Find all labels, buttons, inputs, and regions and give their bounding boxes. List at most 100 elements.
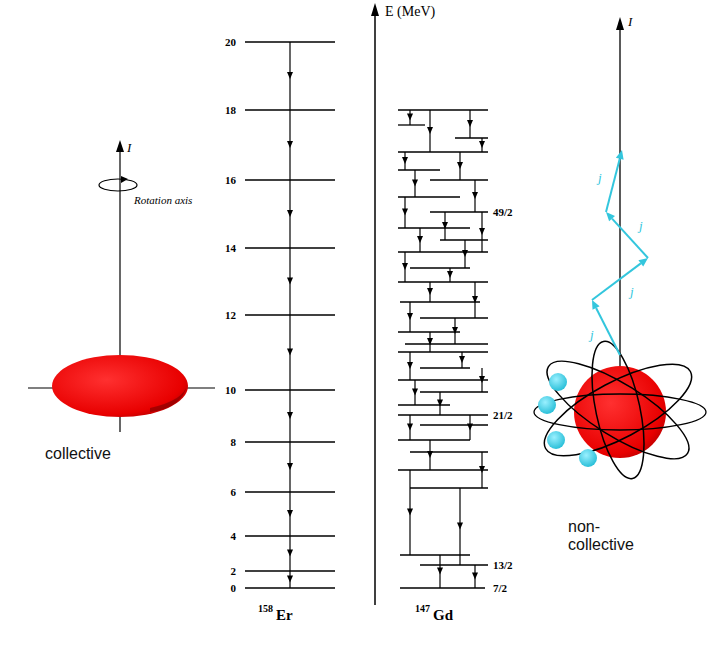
j-label: j xyxy=(639,219,643,234)
arrowhead xyxy=(479,228,485,235)
energy-axis xyxy=(374,14,376,605)
j-vector xyxy=(612,219,648,258)
energy-level xyxy=(398,151,488,152)
energy-level xyxy=(455,137,488,138)
arrowhead xyxy=(457,523,463,530)
arrowhead xyxy=(467,120,473,127)
arrowhead xyxy=(442,222,448,229)
orbit xyxy=(532,347,703,473)
energy-label: 12 xyxy=(225,309,236,322)
nucleon xyxy=(549,373,567,391)
arrowhead xyxy=(479,466,485,473)
arrowhead xyxy=(407,114,413,121)
j-label: j xyxy=(630,285,634,300)
energy-label: 16 xyxy=(225,174,236,187)
energy-level xyxy=(420,564,488,565)
energy-label: 4 xyxy=(231,530,237,543)
arrowhead xyxy=(479,141,485,148)
arrowhead xyxy=(407,313,413,320)
arrowhead xyxy=(472,573,478,580)
energy-label: 2 xyxy=(231,565,237,578)
energy-level xyxy=(398,251,488,252)
energy-level xyxy=(398,469,488,470)
arrowhead xyxy=(427,127,433,134)
arrowhead xyxy=(472,192,478,199)
arrowhead xyxy=(616,17,624,30)
nucleon xyxy=(547,431,565,449)
arrowhead xyxy=(606,212,615,221)
arrowhead xyxy=(287,141,293,148)
energy-level xyxy=(398,379,488,380)
j-vectors xyxy=(592,150,648,355)
arrowhead xyxy=(287,463,293,470)
caption-label: collective xyxy=(45,445,111,463)
arrowhead xyxy=(412,389,418,396)
nucleus-shade xyxy=(150,384,187,412)
energy-level xyxy=(400,587,485,588)
rotation-axis-label: Rotation axis xyxy=(134,194,194,207)
arrowhead xyxy=(287,576,293,583)
arrowhead xyxy=(402,263,408,270)
arrowhead xyxy=(371,3,379,16)
arrowhead xyxy=(412,180,418,187)
energy-level xyxy=(400,301,480,302)
arrowhead xyxy=(287,210,293,217)
arrowhead xyxy=(287,412,293,419)
deformed-nucleus xyxy=(52,355,188,417)
arrowhead xyxy=(427,338,433,345)
nucleon xyxy=(579,449,597,467)
arrowhead xyxy=(287,510,293,517)
energy-level xyxy=(410,487,488,488)
energy-level xyxy=(398,331,460,332)
arrowhead xyxy=(467,424,473,431)
energy-label: 20 xyxy=(225,36,236,49)
arrowhead xyxy=(402,209,408,216)
spin-axis xyxy=(619,28,620,368)
energy-label: 10 xyxy=(225,384,236,397)
arrowhead xyxy=(402,157,408,164)
arrowhead xyxy=(407,362,413,369)
arrowhead xyxy=(287,72,293,79)
element-symbol: Gd xyxy=(433,607,453,624)
rotation-loop xyxy=(99,179,137,191)
arrowhead xyxy=(437,400,443,407)
j-vector xyxy=(592,263,641,300)
energy-level xyxy=(398,414,488,415)
arrowhead xyxy=(479,376,485,383)
j-label: j xyxy=(598,171,602,186)
element-symbol: Er xyxy=(276,607,293,624)
energy-level xyxy=(398,124,425,125)
arrowhead xyxy=(287,278,293,285)
axis-title: E (MeV) xyxy=(385,4,435,20)
energy-level xyxy=(430,179,488,180)
axis-line xyxy=(119,417,120,432)
energy-level xyxy=(410,267,470,268)
arrowhead xyxy=(592,300,600,310)
arrowhead xyxy=(287,550,293,557)
nucleon xyxy=(538,396,556,414)
j-vector xyxy=(596,308,620,355)
arrowhead xyxy=(287,349,293,356)
arrowhead xyxy=(407,424,413,431)
spin-label: 13/2 xyxy=(493,559,513,572)
arrowhead xyxy=(462,250,468,257)
energy-label: 0 xyxy=(231,582,237,595)
energy-level xyxy=(398,169,440,170)
orbit xyxy=(534,394,706,430)
spin-axis xyxy=(119,150,120,360)
energy-level xyxy=(398,404,450,405)
energy-level xyxy=(398,439,470,440)
energy-label: 6 xyxy=(231,486,237,499)
spin-symbol: I xyxy=(127,141,131,156)
energy-label: 18 xyxy=(225,104,236,117)
arrowhead xyxy=(638,258,648,267)
energy-level xyxy=(420,317,488,318)
gd-level-scheme xyxy=(398,110,488,588)
energy-level xyxy=(398,196,460,197)
arrowhead xyxy=(427,451,433,458)
energy-level xyxy=(420,391,488,392)
arrowhead xyxy=(616,150,624,160)
energy-level xyxy=(420,424,488,425)
energy-level xyxy=(430,211,488,212)
